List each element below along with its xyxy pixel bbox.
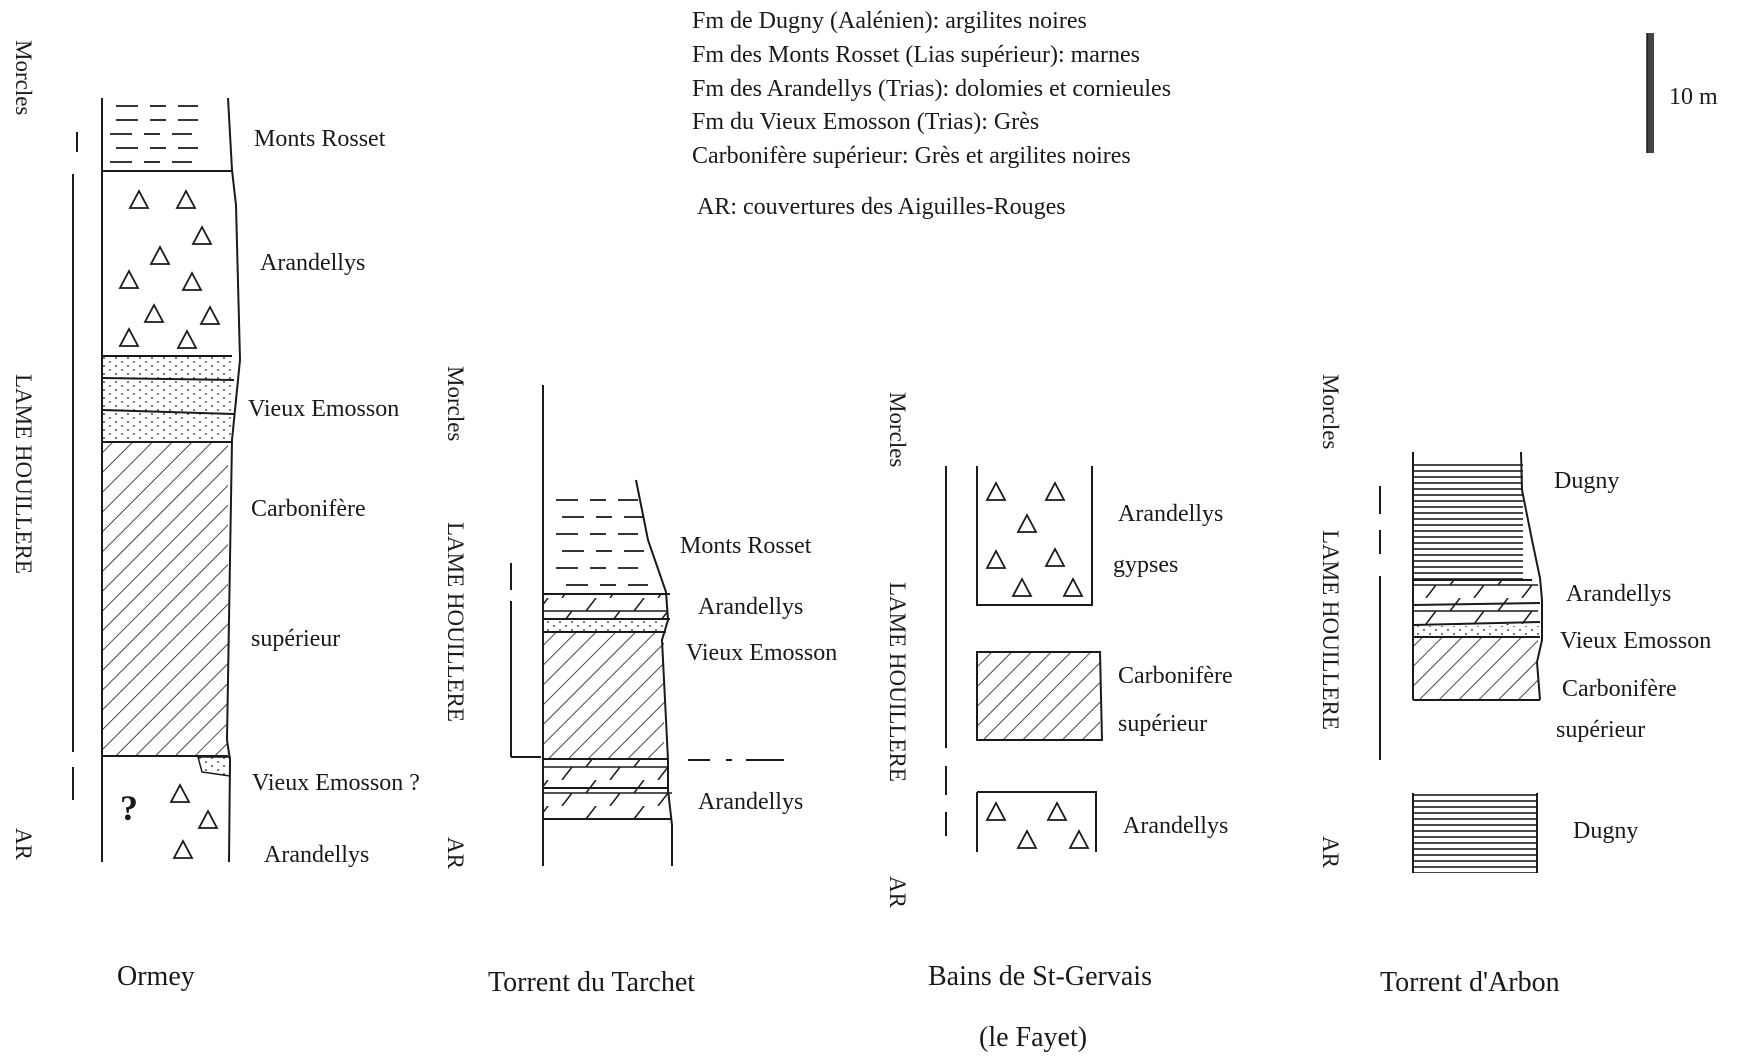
zone-label-ar: AR: [1318, 836, 1343, 869]
site-name: Bains de St-Gervais: [928, 961, 1152, 992]
lithology-arandellys: [119, 190, 220, 349]
unit-label: Dugny: [1573, 818, 1638, 844]
zone-label-morcles: Morcles: [11, 40, 36, 115]
unit-label: Carbonifère: [251, 496, 366, 522]
unit-label: Vieux Emosson ?: [252, 770, 420, 796]
lithology-vieux-emosson: [1414, 626, 1540, 637]
lithology-arandellys-gypses: [986, 482, 1083, 597]
zone-label-lame-houillere: LAME HOUILLERE: [885, 582, 910, 782]
lithology-monts-rosset: [555, 499, 649, 586]
block-outline: [976, 791, 1097, 852]
zone-label-morcles: Morcles: [1318, 374, 1343, 449]
zone-label-lame-houillere: LAME HOUILLERE: [11, 374, 36, 574]
unit-label: Carbonifère: [1118, 663, 1233, 689]
legend-line-dugny: Fm de Dugny (Aalénien): argilites noires: [692, 8, 1087, 34]
unit-label: Arandellys: [264, 842, 369, 868]
unit-label: Arandellys: [1118, 501, 1223, 527]
block-outline: [976, 466, 1093, 606]
unit-label: Vieux Emosson: [248, 396, 399, 422]
unit-label: Arandellys: [1123, 813, 1228, 839]
lithology-arandellys-lower: [544, 789, 672, 819]
unit-label: supérieur: [1118, 711, 1207, 737]
unit-label: Arandellys: [260, 250, 365, 276]
scale-bar-label: 10 m: [1669, 84, 1718, 110]
zone-label-ar: AR: [11, 828, 36, 861]
lithology-dugny-lower: [1413, 793, 1537, 873]
unit-label: Vieux Emosson: [686, 640, 837, 666]
legend-line-monts-rosset: Fm des Monts Rosset (Lias supérieur): ma…: [692, 42, 1140, 68]
block-outline: [976, 651, 1104, 741]
unit-label: Monts Rosset: [254, 126, 386, 152]
unit-label: Arandellys: [1566, 581, 1671, 607]
lithology-dugny: [1413, 460, 1523, 580]
site-name: Torrent du Tarchet: [488, 967, 695, 998]
legend-ar-note: AR: couvertures des Aiguilles-Rouges: [697, 194, 1066, 220]
zone-label-lame-houillere: LAME HOUILLERE: [443, 522, 468, 722]
scale-bar: 10 m: [1646, 33, 1718, 153]
lithology-carbonifere: [1414, 638, 1538, 700]
unit-label: gypses: [1113, 552, 1178, 578]
bed-boundary: [1412, 602, 1541, 606]
unit-label: Carbonifère: [1562, 676, 1677, 702]
column-torrent-du-tarchet: Morcles LAME HOUILLERE AR: [443, 366, 837, 998]
zone-label-lame-houillere: LAME HOUILLERE: [1318, 530, 1343, 730]
legend-line-arandellys: Fm des Arandellys (Trias): dolomies et c…: [692, 76, 1171, 102]
unit-label: Vieux Emosson: [1560, 628, 1711, 654]
unit-label: Arandellys: [698, 789, 803, 815]
lithology-vieux-emosson: [103, 357, 232, 442]
legend-line-carbonifere: Carbonifère supérieur: Grès et argilites…: [692, 143, 1131, 169]
legend: Fm de Dugny (Aalénien): argilites noires…: [692, 8, 1171, 220]
site-name: Ormey: [117, 961, 195, 992]
site-name: Torrent d'Arbon: [1380, 967, 1560, 998]
bed-boundary: [101, 409, 235, 415]
lithology-arandellys-lower: [170, 784, 218, 859]
column-torrent-d-arbon: Morcles LAME HOUILLERE AR Dugny Arandell…: [1318, 374, 1711, 998]
zone-label-ar: AR: [443, 837, 468, 870]
column-bains-de-st-gervais: Morcles LAME HOUILLERE AR Arandellys gyp…: [885, 392, 1233, 1053]
lithology-arandellys: [544, 595, 668, 619]
bed-boundary: [101, 377, 235, 381]
column-right-edge: [225, 97, 242, 863]
lithology-vieux-emosson-lens: [197, 756, 231, 777]
question-mark: ?: [120, 788, 138, 828]
legend-line-vieux-emosson: Fm du Vieux Emosson (Trias): Grès: [692, 109, 1039, 135]
scale-bar-line: [1647, 33, 1654, 153]
lithology-carbonifere: [978, 653, 1100, 740]
unit-label: Dugny: [1554, 468, 1619, 494]
zone-label-morcles: Morcles: [443, 366, 468, 441]
site-subtitle: (le Fayet): [979, 1022, 1087, 1053]
zone-label-morcles: Morcles: [885, 392, 910, 467]
lithology-carbonifere: [103, 443, 228, 756]
lithology-arandellys-lower: [544, 760, 668, 788]
lithology-arandellys-lower: [986, 802, 1089, 849]
unit-label: Arandellys: [698, 594, 803, 620]
lithology-monts-rosset: [109, 105, 199, 163]
lithology-vieux-emosson: [544, 620, 666, 632]
zone-label-ar: AR: [885, 876, 910, 909]
column-ormey: Morcles LAME HOUILLERE AR: [11, 40, 420, 992]
lithology-carbonifere: [544, 633, 664, 759]
bed-boundary: [1412, 621, 1541, 626]
unit-label: supérieur: [1556, 717, 1645, 743]
unit-label: supérieur: [251, 626, 340, 652]
unit-label: Monts Rosset: [680, 533, 812, 559]
